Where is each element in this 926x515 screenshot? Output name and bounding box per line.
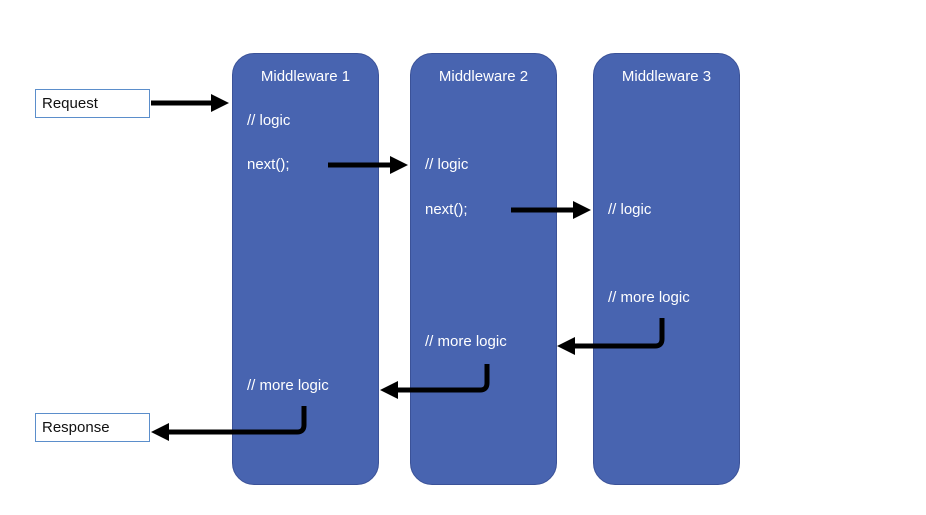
middleware-1-next: next();: [247, 156, 290, 173]
middleware-3-title: Middleware 3: [621, 68, 712, 85]
request-arrowhead: [211, 94, 229, 112]
middleware-1-logic: // logic: [247, 112, 291, 129]
middleware-1-more-logic: // more logic: [247, 377, 329, 394]
middleware-3-more-logic: // more logic: [608, 289, 690, 306]
mw2-to-mw3-arrowhead: [573, 201, 591, 219]
middleware-2-logic: // logic: [425, 156, 469, 173]
middleware-2-next: next();: [425, 201, 468, 218]
middleware-2-box: Middleware 2 // logic next(); // more lo…: [410, 53, 557, 485]
middleware-1-title: Middleware 1: [260, 68, 351, 85]
response-arrowhead: [151, 423, 169, 441]
request-label: Request: [35, 89, 150, 118]
middleware-3-logic: // logic: [608, 201, 652, 218]
mw2-return-arrowhead: [380, 381, 398, 399]
response-label: Response: [35, 413, 150, 442]
middleware-3-box: Middleware 3 // logic // more logic: [593, 53, 740, 485]
middleware-2-more-logic: // more logic: [425, 333, 507, 350]
middleware-1-box: Middleware 1 // logic next(); // more lo…: [232, 53, 379, 485]
middleware-2-title: Middleware 2: [438, 68, 529, 85]
mw3-return-arrowhead: [557, 337, 575, 355]
mw1-to-mw2-arrowhead: [390, 156, 408, 174]
